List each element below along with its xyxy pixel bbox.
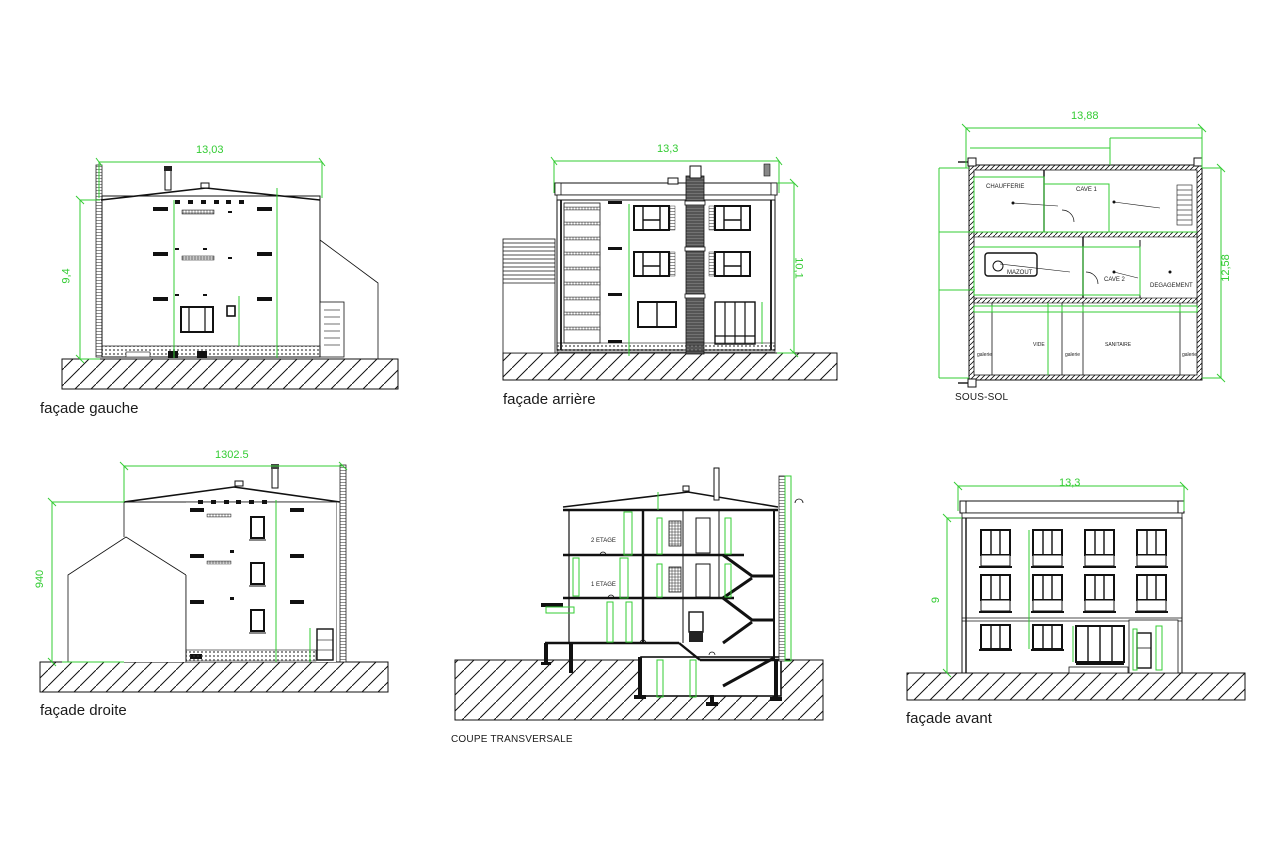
level-label-2-etage: 2 ETAGE (591, 538, 616, 544)
facade-arriere-elevation (502, 156, 838, 381)
coupe-transversale-section (454, 467, 824, 721)
drawing-facade-droite: 1302.5 940 façade droite (0, 430, 420, 750)
facade-avant-caption: façade avant (906, 710, 992, 727)
room-label-chaufferie: CHAUFFERIE (986, 184, 1025, 190)
drawing-facade-gauche: 13,03 9,4 façade gauche (0, 0, 420, 430)
sous-sol-caption: SOUS-SOL (955, 392, 1009, 403)
facade-gauche-caption: façade gauche (40, 400, 139, 417)
room-label-vide: VIDE (1033, 342, 1045, 348)
room-label-galerie-2: galerie (1065, 352, 1081, 358)
room-label-mazout: MAZOUT (1007, 270, 1033, 276)
sous-sol-height-dimension: 12,58 (1219, 254, 1232, 282)
facade-arriere-caption: façade arrière (503, 391, 596, 408)
facade-avant-height-dimension: 9 (930, 596, 943, 604)
sous-sol-floor-plan (938, 123, 1226, 388)
coupe-transversale-caption: COUPE TRANSVERSALE (451, 734, 573, 745)
drawing-facade-avant: 13,3 9 façade avant (0, 430, 1280, 760)
drawing-sous-sol-plan: 13,88 12,58 CHAUFFERIE CAVE 1 MAZOUT CAV… (938, 110, 1232, 403)
drawing-coupe-transversale: 2 ETAGE 1 ETAGE COUPE TRANSVERSALE (0, 430, 900, 760)
facade-avant-elevation (906, 481, 1246, 701)
facade-arriere-width-dimension: 13,3 (657, 143, 679, 155)
room-label-cave-1: CAVE 1 (1076, 187, 1097, 193)
sous-sol-width-dimension: 13,88 (1071, 110, 1099, 122)
room-label-sanitaire: SANITAIRE (1105, 342, 1132, 348)
facade-gauche-elevation (61, 157, 399, 390)
facade-droite-width-dimension: 1302.5 (215, 449, 249, 461)
facade-gauche-width-dimension: 13,03 (196, 144, 224, 156)
level-label-1-etage: 1 ETAGE (591, 582, 616, 588)
room-label-galerie-1: galerie (977, 352, 993, 358)
drawing-facade-arriere: 13,3 10,1 façade arrière (0, 0, 900, 430)
facade-droite-elevation (39, 461, 389, 693)
room-label-degagement: DEGAGEMENT (1150, 283, 1193, 289)
room-label-galerie-3: galerie (1182, 352, 1198, 358)
facade-avant-width-dimension: 13,3 (1059, 477, 1081, 489)
room-label-cave-2: CAVE 2 (1104, 277, 1125, 283)
facade-droite-caption: façade droite (40, 702, 127, 719)
